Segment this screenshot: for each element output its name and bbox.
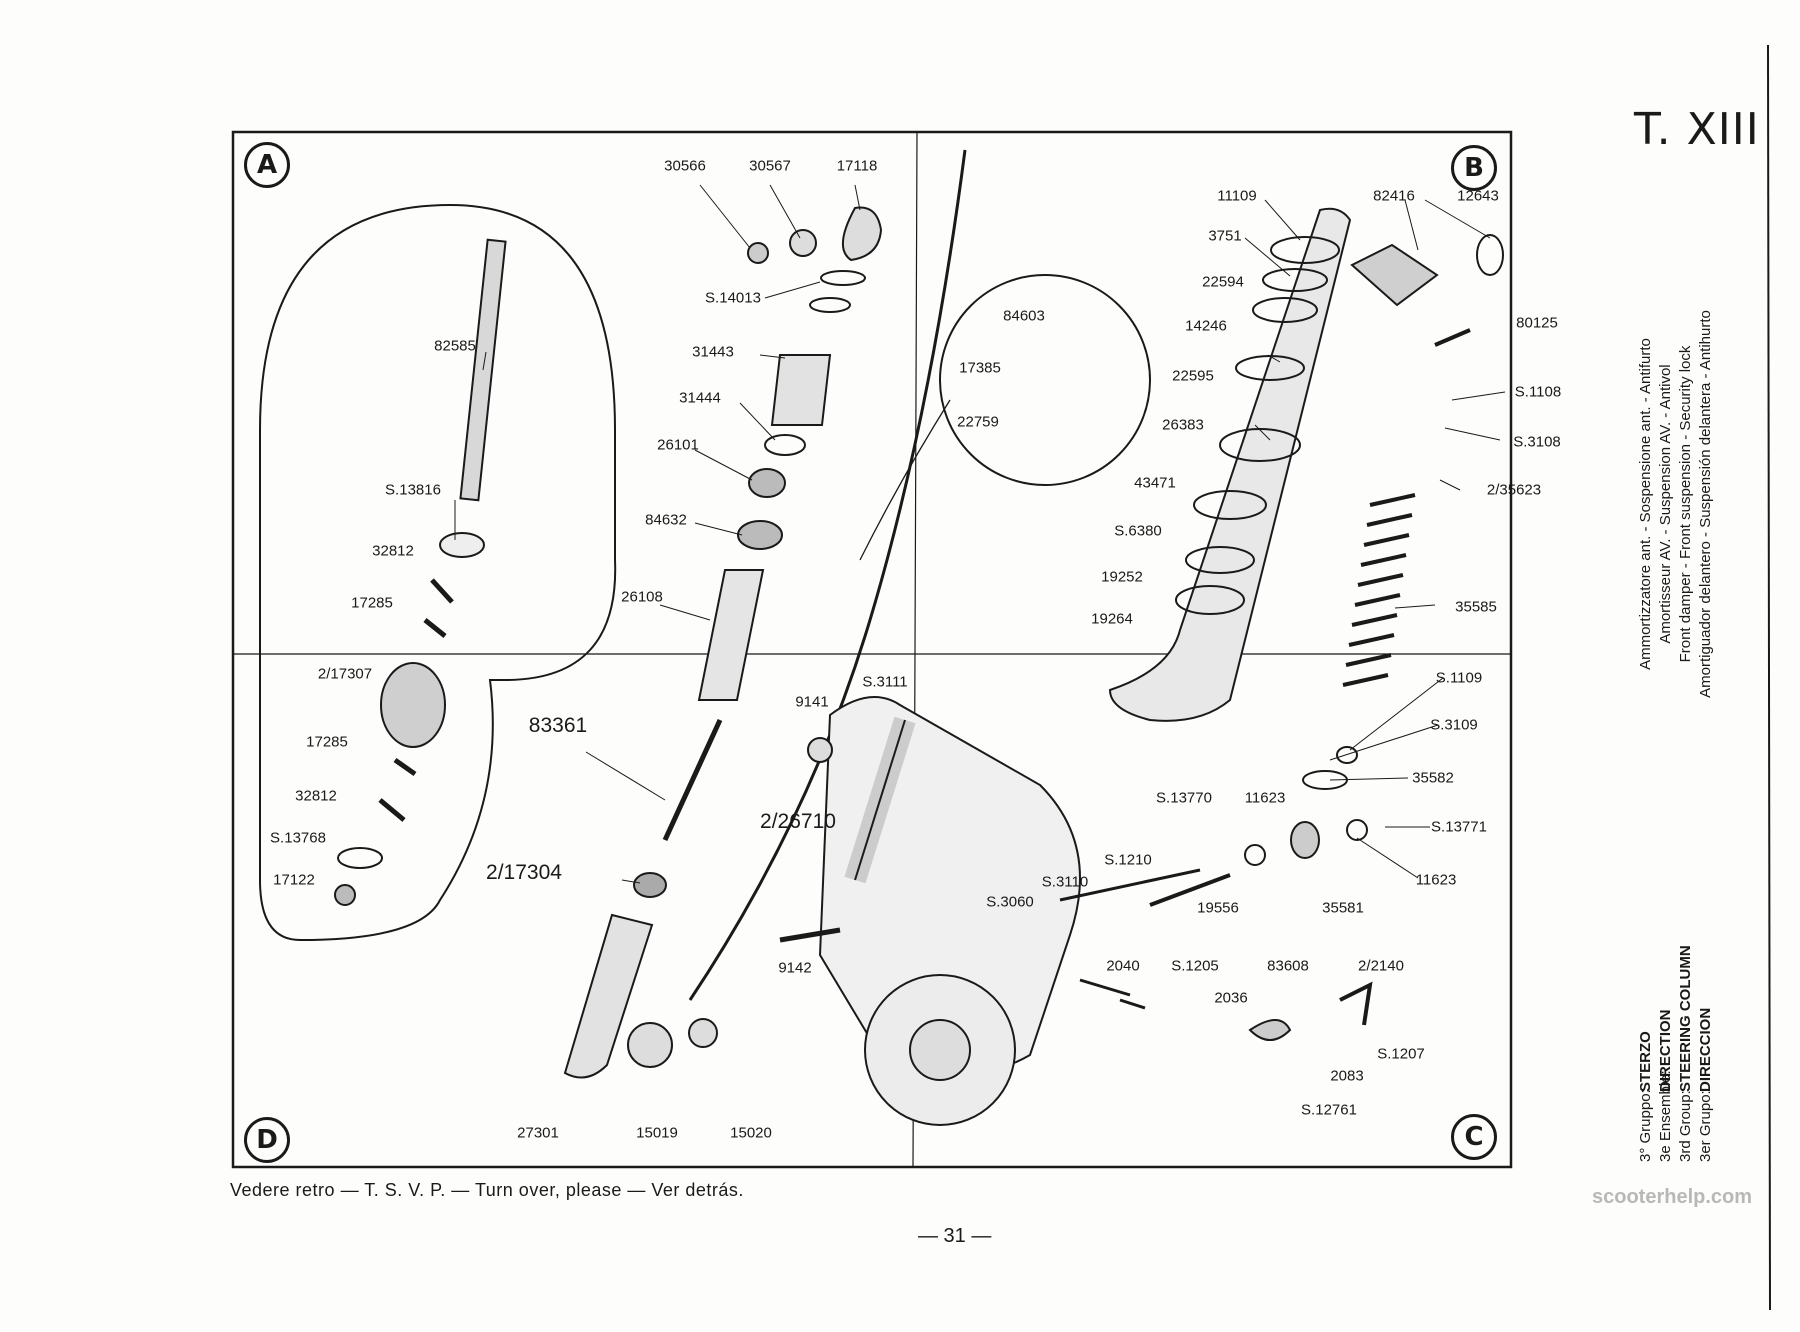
part-number: 11623: [1415, 871, 1457, 889]
group-block: 3° Gruppo:STERZO 3e Ensemble:DIRECTION 3…: [1636, 936, 1716, 1162]
group-row-fr: 3e Ensemble:DIRECTION: [1657, 1009, 1674, 1163]
part-number: 83608: [1267, 957, 1309, 975]
part-number: 2/17304: [486, 861, 562, 884]
part-number: 12643: [1457, 187, 1499, 205]
leader-lines: [454, 184, 1506, 884]
description-fr: Amortisseur AV. - Suspension AV. - Antiv…: [1657, 364, 1674, 644]
part-number: S.1109: [1435, 669, 1483, 687]
part-number: 15020: [730, 1124, 772, 1142]
part-number: 43471: [1134, 474, 1176, 492]
part-number: 82585: [434, 337, 476, 355]
part-number: 30567: [749, 157, 791, 175]
footer-note: Vedere retro — T. S. V. P. — Turn over, …: [230, 1180, 744, 1200]
part-number: 35582: [1412, 769, 1454, 787]
part-number: 11109: [1217, 187, 1257, 205]
part-number: 2/35623: [1486, 481, 1542, 499]
part-number: S.13770: [1156, 789, 1212, 807]
part-number: S.1205: [1171, 957, 1219, 975]
part-number: S.1108: [1514, 383, 1562, 401]
part-number: 15019: [636, 1124, 678, 1142]
part-number: 84632: [645, 511, 687, 529]
part-number: 2/26710: [760, 810, 836, 833]
detail-circle: [939, 274, 1151, 486]
part-number: 17122: [273, 871, 315, 889]
part-number: 31443: [692, 343, 734, 361]
part-number: 31444: [679, 389, 721, 407]
page-number: — 31 —: [918, 1225, 992, 1247]
part-number: S.6380: [1114, 522, 1162, 540]
part-number: S.13768: [270, 829, 326, 847]
part-number: 19264: [1091, 610, 1133, 628]
part-number: 22595: [1172, 367, 1214, 385]
diagram-frame: [231, 130, 1513, 1169]
part-number: 32812: [295, 787, 337, 805]
part-number: 17285: [306, 733, 348, 751]
part-number: 17385: [959, 359, 1001, 377]
description-en: Front damper - Front suspension - Securi…: [1677, 345, 1694, 663]
description-es: Amortiguador delantero - Suspensión dela…: [1697, 310, 1714, 698]
part-number: 17118: [836, 157, 878, 175]
part-number: 11623: [1244, 789, 1286, 807]
part-number: S.3108: [1513, 433, 1561, 451]
part-number: 35581: [1322, 899, 1364, 917]
part-number: S.14013: [705, 289, 761, 307]
damper-enclosure: [259, 203, 617, 942]
part-number: 14246: [1185, 317, 1227, 335]
group-row-en: 3rd Group:STEERING COLUMN: [1677, 945, 1694, 1162]
part-number: S.12761: [1301, 1101, 1357, 1119]
part-number: S.13771: [1431, 818, 1487, 836]
part-number: 80125: [1516, 314, 1558, 332]
part-number: 26383: [1162, 416, 1204, 434]
group-row-it: 3° Gruppo:STERZO: [1637, 1031, 1654, 1162]
part-number: 17285: [351, 594, 393, 612]
part-number: 84603: [1003, 307, 1045, 325]
part-number: 19556: [1197, 899, 1239, 917]
part-number: S.3111: [862, 673, 908, 691]
part-number: 22759: [957, 413, 999, 431]
part-number: 35585: [1455, 598, 1497, 616]
quadrant-label-a: A: [244, 142, 290, 188]
table-code: T. XIII: [1634, 104, 1760, 155]
part-number: 9141: [795, 693, 829, 711]
description-it: Ammortizzatore ant. - Sospensione ant. -…: [1637, 338, 1654, 670]
axis-line: [688, 149, 967, 1001]
part-number: 2/2140: [1358, 957, 1404, 975]
watermark: scooterhelp.com: [1592, 1186, 1753, 1208]
part-number: 27301: [517, 1124, 559, 1142]
group-row-es: 3er Grupo:DIRECCION: [1697, 1007, 1714, 1162]
part-number: 2/17307: [317, 665, 373, 683]
part-number: S.3109: [1430, 716, 1478, 734]
part-number: S.3060: [986, 893, 1034, 911]
quadrant-label-b: B: [1451, 145, 1497, 191]
quadrant-label-c: C: [1451, 1114, 1497, 1160]
part-description: Ammortizzatore ant. - Sospensione ant. -…: [1636, 244, 1716, 764]
part-number: S.3110: [1041, 873, 1089, 891]
part-number: 2040: [1106, 957, 1140, 975]
quadrant-label-d: D: [244, 1117, 290, 1163]
part-number: 32812: [372, 542, 414, 560]
part-number: S.1210: [1104, 851, 1152, 869]
part-number: S.1207: [1377, 1045, 1425, 1063]
part-number: 26101: [657, 436, 699, 454]
part-number: 22594: [1202, 273, 1244, 291]
part-number: 9142: [778, 959, 812, 977]
part-number: 30566: [664, 157, 706, 175]
part-number: 82416: [1373, 187, 1415, 205]
part-number: 2083: [1330, 1067, 1364, 1085]
part-number: 26108: [621, 588, 663, 606]
part-number: 2036: [1214, 989, 1248, 1007]
part-number: S.13816: [385, 481, 441, 499]
part-number: 3751: [1208, 227, 1242, 245]
part-number: 83361: [528, 714, 588, 737]
part-number: 19252: [1101, 568, 1143, 586]
